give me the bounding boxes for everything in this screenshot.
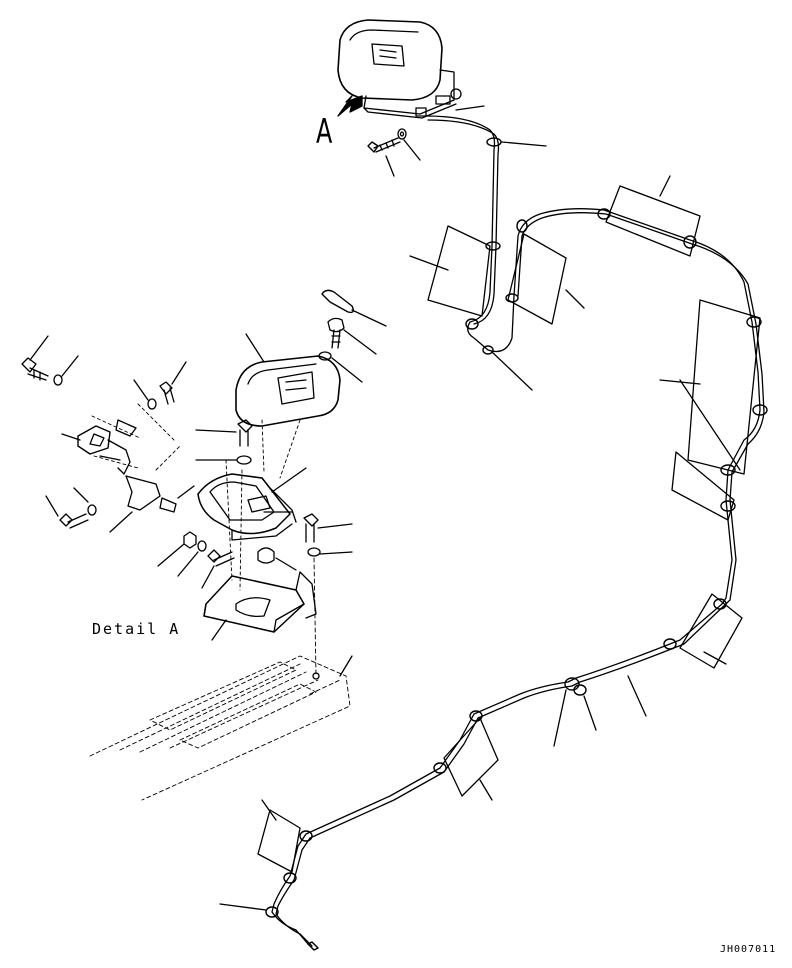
view-direction-arrow [338,96,362,116]
small-bracket [126,476,160,510]
nut-icon [184,532,196,548]
detail-a-label: Detail A [92,620,181,638]
washer-icon [88,505,96,515]
drawing-reference: JH007011 [720,944,777,955]
wiring-harness [272,116,764,950]
label-tags [258,186,760,872]
view-a-label: A [316,112,333,152]
cable-clamp-icon [266,138,767,917]
grommet-icon [258,548,274,563]
floor-hole [313,673,319,679]
bolt-icon [304,514,318,542]
gasket-icon [322,290,353,312]
leader-lines [220,176,726,910]
base-plate [204,572,316,640]
washer-icon [308,548,320,556]
washer-icon [237,456,251,464]
bolt-icon [22,358,48,380]
beacon-lamp-icon [236,334,340,426]
washer-icon [398,129,406,139]
mounting-bracket [198,468,306,540]
bolt-icon [60,514,88,528]
bolt-icon [238,420,252,446]
connector-icon [62,420,136,474]
washer-icon [148,399,156,409]
washer-icon [54,375,62,385]
bolt-icon [208,550,234,566]
washer-icon [198,541,206,551]
beacon-lamp-icon [338,20,461,118]
bolt-icon [368,138,400,152]
bolt-icon [160,382,174,404]
bolt-icon [328,318,344,348]
washer-icon [401,132,404,136]
cab-floor [90,656,350,800]
